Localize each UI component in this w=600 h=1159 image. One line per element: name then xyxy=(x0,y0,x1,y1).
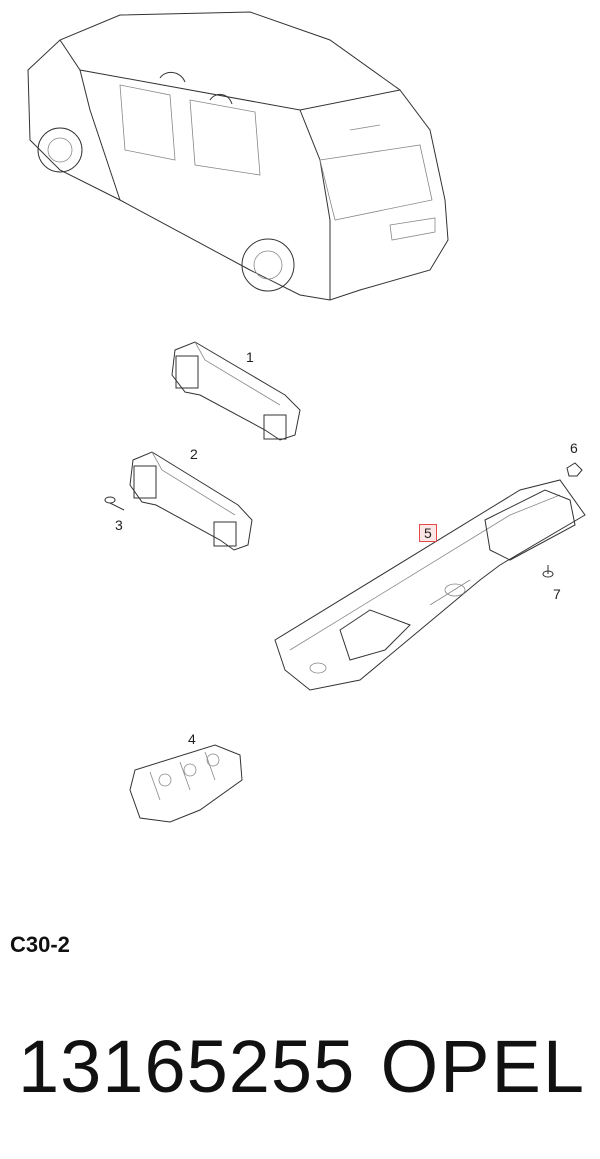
diagram-code: C30-2 xyxy=(10,932,70,957)
parts-diagram: 1 2 3 4 5 6 7 xyxy=(27,11,586,823)
part-2-grab-handle xyxy=(129,451,253,551)
callout-4[interactable]: 4 xyxy=(188,731,196,747)
callout-5-highlighted[interactable]: 5 xyxy=(419,524,437,542)
part-number: 13165255 xyxy=(18,1025,356,1108)
callout-1[interactable]: 1 xyxy=(246,349,254,365)
brand-name: OPEL xyxy=(380,1025,586,1108)
callout-7[interactable]: 7 xyxy=(553,586,561,602)
part-7-screw xyxy=(542,565,554,578)
callout-3[interactable]: 3 xyxy=(115,517,123,533)
callout-2[interactable]: 2 xyxy=(190,446,198,462)
part-3-screw xyxy=(104,496,125,511)
part-5-roof-console xyxy=(274,479,586,691)
part-4-bracket xyxy=(129,744,243,823)
part-1-grab-handle xyxy=(171,341,301,441)
part-6-clip xyxy=(566,462,583,477)
footer: 13165255 OPEL xyxy=(0,1022,600,1112)
callout-6[interactable]: 6 xyxy=(570,440,578,456)
parts-illustration xyxy=(27,11,586,823)
car-illustration xyxy=(27,11,449,301)
